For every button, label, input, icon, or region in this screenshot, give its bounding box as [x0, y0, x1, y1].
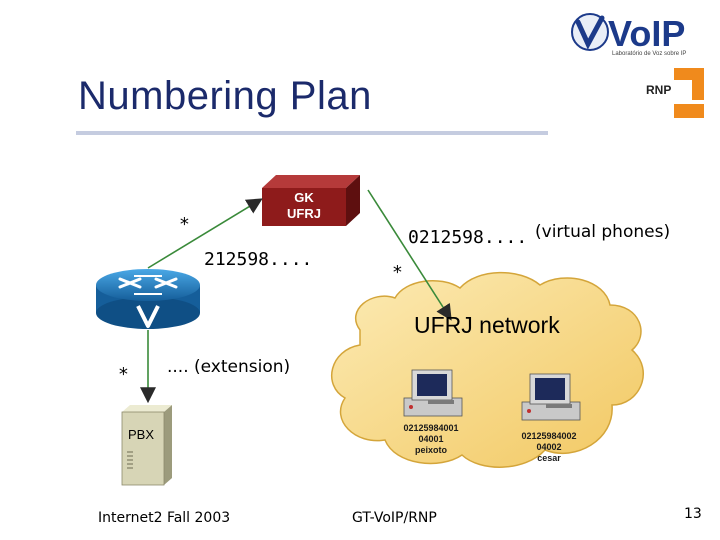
gatekeeper-label-line2: UFRJ	[287, 206, 321, 221]
footer-center: GT-VoIP/RNP	[352, 510, 437, 526]
network-label: UFRJ network	[414, 312, 560, 338]
pbx-tower	[121, 405, 172, 486]
pbx-label: PBX	[128, 427, 155, 442]
title-divider	[76, 131, 548, 135]
host-1-ext: 04001	[418, 434, 444, 444]
page-number: 13	[684, 506, 702, 522]
virtual-prefix: 0212598....	[408, 227, 528, 248]
host-1-label: 02125984001 04001 peixoto	[386, 423, 476, 456]
rnp-logo: RNP	[644, 64, 708, 122]
host-computer-2	[521, 373, 581, 421]
wildcard-router-pbx: *	[118, 364, 129, 385]
gatekeeper-box	[262, 175, 360, 226]
host-1-number: 02125984001	[403, 423, 459, 433]
host-2-ext: 04002	[536, 442, 562, 452]
footer-left: Internet2 Fall 2003	[98, 510, 231, 526]
voip-logo: VoIP Laboratório de Voz sobre IP	[568, 8, 716, 58]
router-icon	[96, 269, 200, 329]
rnp-logo-text: RNP	[646, 83, 671, 97]
extension-note: .... (extension)	[167, 357, 291, 377]
gatekeeper-label-line1: GK	[294, 190, 314, 205]
ufrj-network-cloud	[330, 271, 644, 468]
voip-logo-text: VoIP	[608, 13, 685, 54]
arrow-gk-to-network	[367, 189, 452, 321]
host-2-number: 02125984002	[521, 431, 577, 441]
wildcard-gk-network: *	[392, 262, 403, 283]
host-2-user: cesar	[537, 453, 561, 463]
voip-logo-tagline: Laboratório de Voz sobre IP	[612, 51, 686, 57]
virtual-phones-note: (virtual phones)	[535, 222, 671, 242]
gatekeeper-label: GK UFRJ	[262, 190, 346, 222]
host-computer-1	[403, 369, 463, 417]
arrow-router-to-gk	[147, 198, 263, 269]
host-1-user: peixoto	[414, 445, 447, 455]
host-2-label: 02125984002 04002 cesar	[504, 431, 594, 464]
wildcard-router-gk: *	[179, 214, 190, 235]
slide-title: Numbering Plan	[78, 74, 372, 118]
router-prefix: 212598....	[204, 249, 313, 270]
